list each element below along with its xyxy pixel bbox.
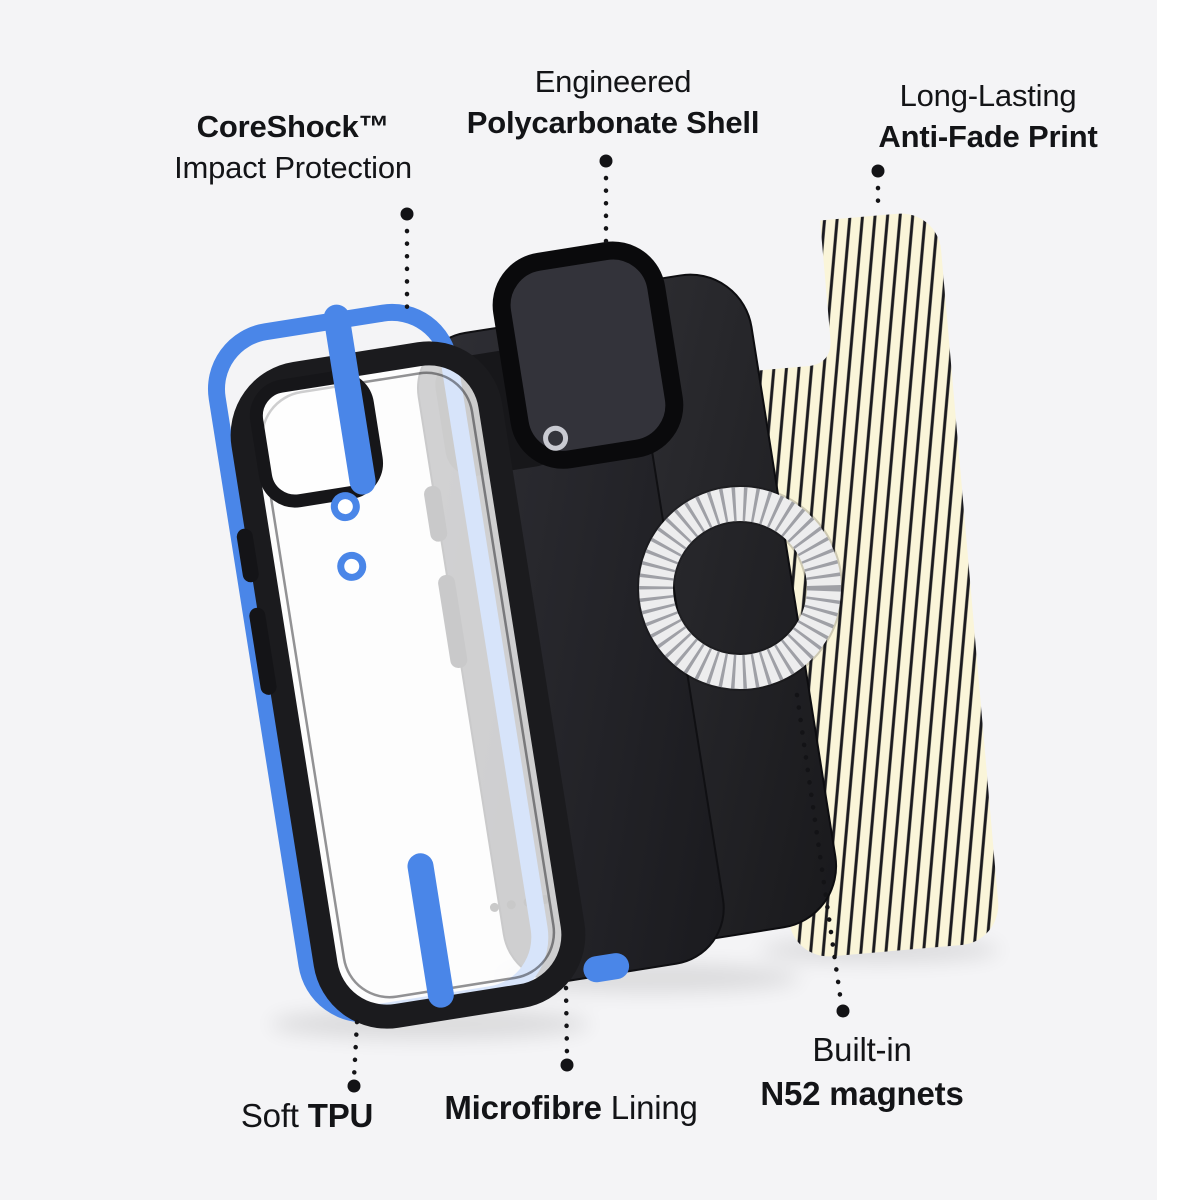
callout-shell-title: Polycarbonate Shell bbox=[466, 104, 760, 140]
callout-print-eyebrow: Long-Lasting bbox=[899, 78, 1077, 113]
leader-magnets bbox=[794, 692, 850, 1018]
callout-shell-eyebrow: Engineered bbox=[534, 64, 692, 99]
bumper-frame bbox=[230, 341, 586, 1029]
callout-shell: Engineered Polycarbonate Shell bbox=[467, 62, 760, 144]
blue-bottom-tab bbox=[583, 953, 630, 983]
leader-lines bbox=[347, 154, 885, 1093]
callout-tpu-eyebrow: Soft bbox=[240, 1097, 308, 1134]
callout-coreshock: CoreShock™ Impact Protection bbox=[174, 107, 412, 189]
callout-coreshock-title: CoreShock™ bbox=[196, 109, 390, 144]
callout-lining-title: Microfibre bbox=[444, 1089, 602, 1126]
coreshock-corner-strip-top bbox=[323, 304, 376, 495]
callout-print-title: Anti-Fade Print bbox=[878, 118, 1098, 154]
leader-shell bbox=[599, 154, 613, 254]
camera-opening-ring bbox=[492, 241, 684, 469]
callout-print: Long-Lasting Anti-Fade Print bbox=[878, 76, 1097, 158]
blue-grommet-upper bbox=[330, 492, 360, 522]
bumper-button-upper bbox=[236, 528, 259, 583]
callout-magnets-title: N52 magnets bbox=[760, 1074, 964, 1112]
callout-lining: Microfibre Lining bbox=[444, 1086, 698, 1130]
callout-tpu: Soft TPU bbox=[241, 1094, 373, 1138]
callout-coreshock-subtitle: Impact Protection bbox=[174, 149, 412, 185]
blue-grommet-lower bbox=[337, 551, 367, 581]
leader-lining bbox=[560, 985, 574, 1072]
bumper-button-lower bbox=[249, 607, 277, 695]
callout-lining-suffix: Lining bbox=[601, 1089, 698, 1126]
callout-tpu-title: TPU bbox=[307, 1097, 374, 1134]
clear-back-bumper-case bbox=[230, 304, 586, 1029]
callout-magnets-eyebrow: Built-in bbox=[812, 1031, 912, 1068]
coreshock-corner-strip-bottom bbox=[407, 853, 454, 1008]
lens-hole bbox=[543, 425, 569, 451]
leader-tpu bbox=[347, 1019, 361, 1093]
callout-magnets: Built-in N52 magnets bbox=[760, 1028, 963, 1115]
leader-coreshock bbox=[400, 207, 414, 315]
leader-print bbox=[871, 164, 885, 211]
n52-magnet-ring bbox=[637, 485, 843, 691]
page-right-gutter bbox=[1157, 0, 1201, 1200]
